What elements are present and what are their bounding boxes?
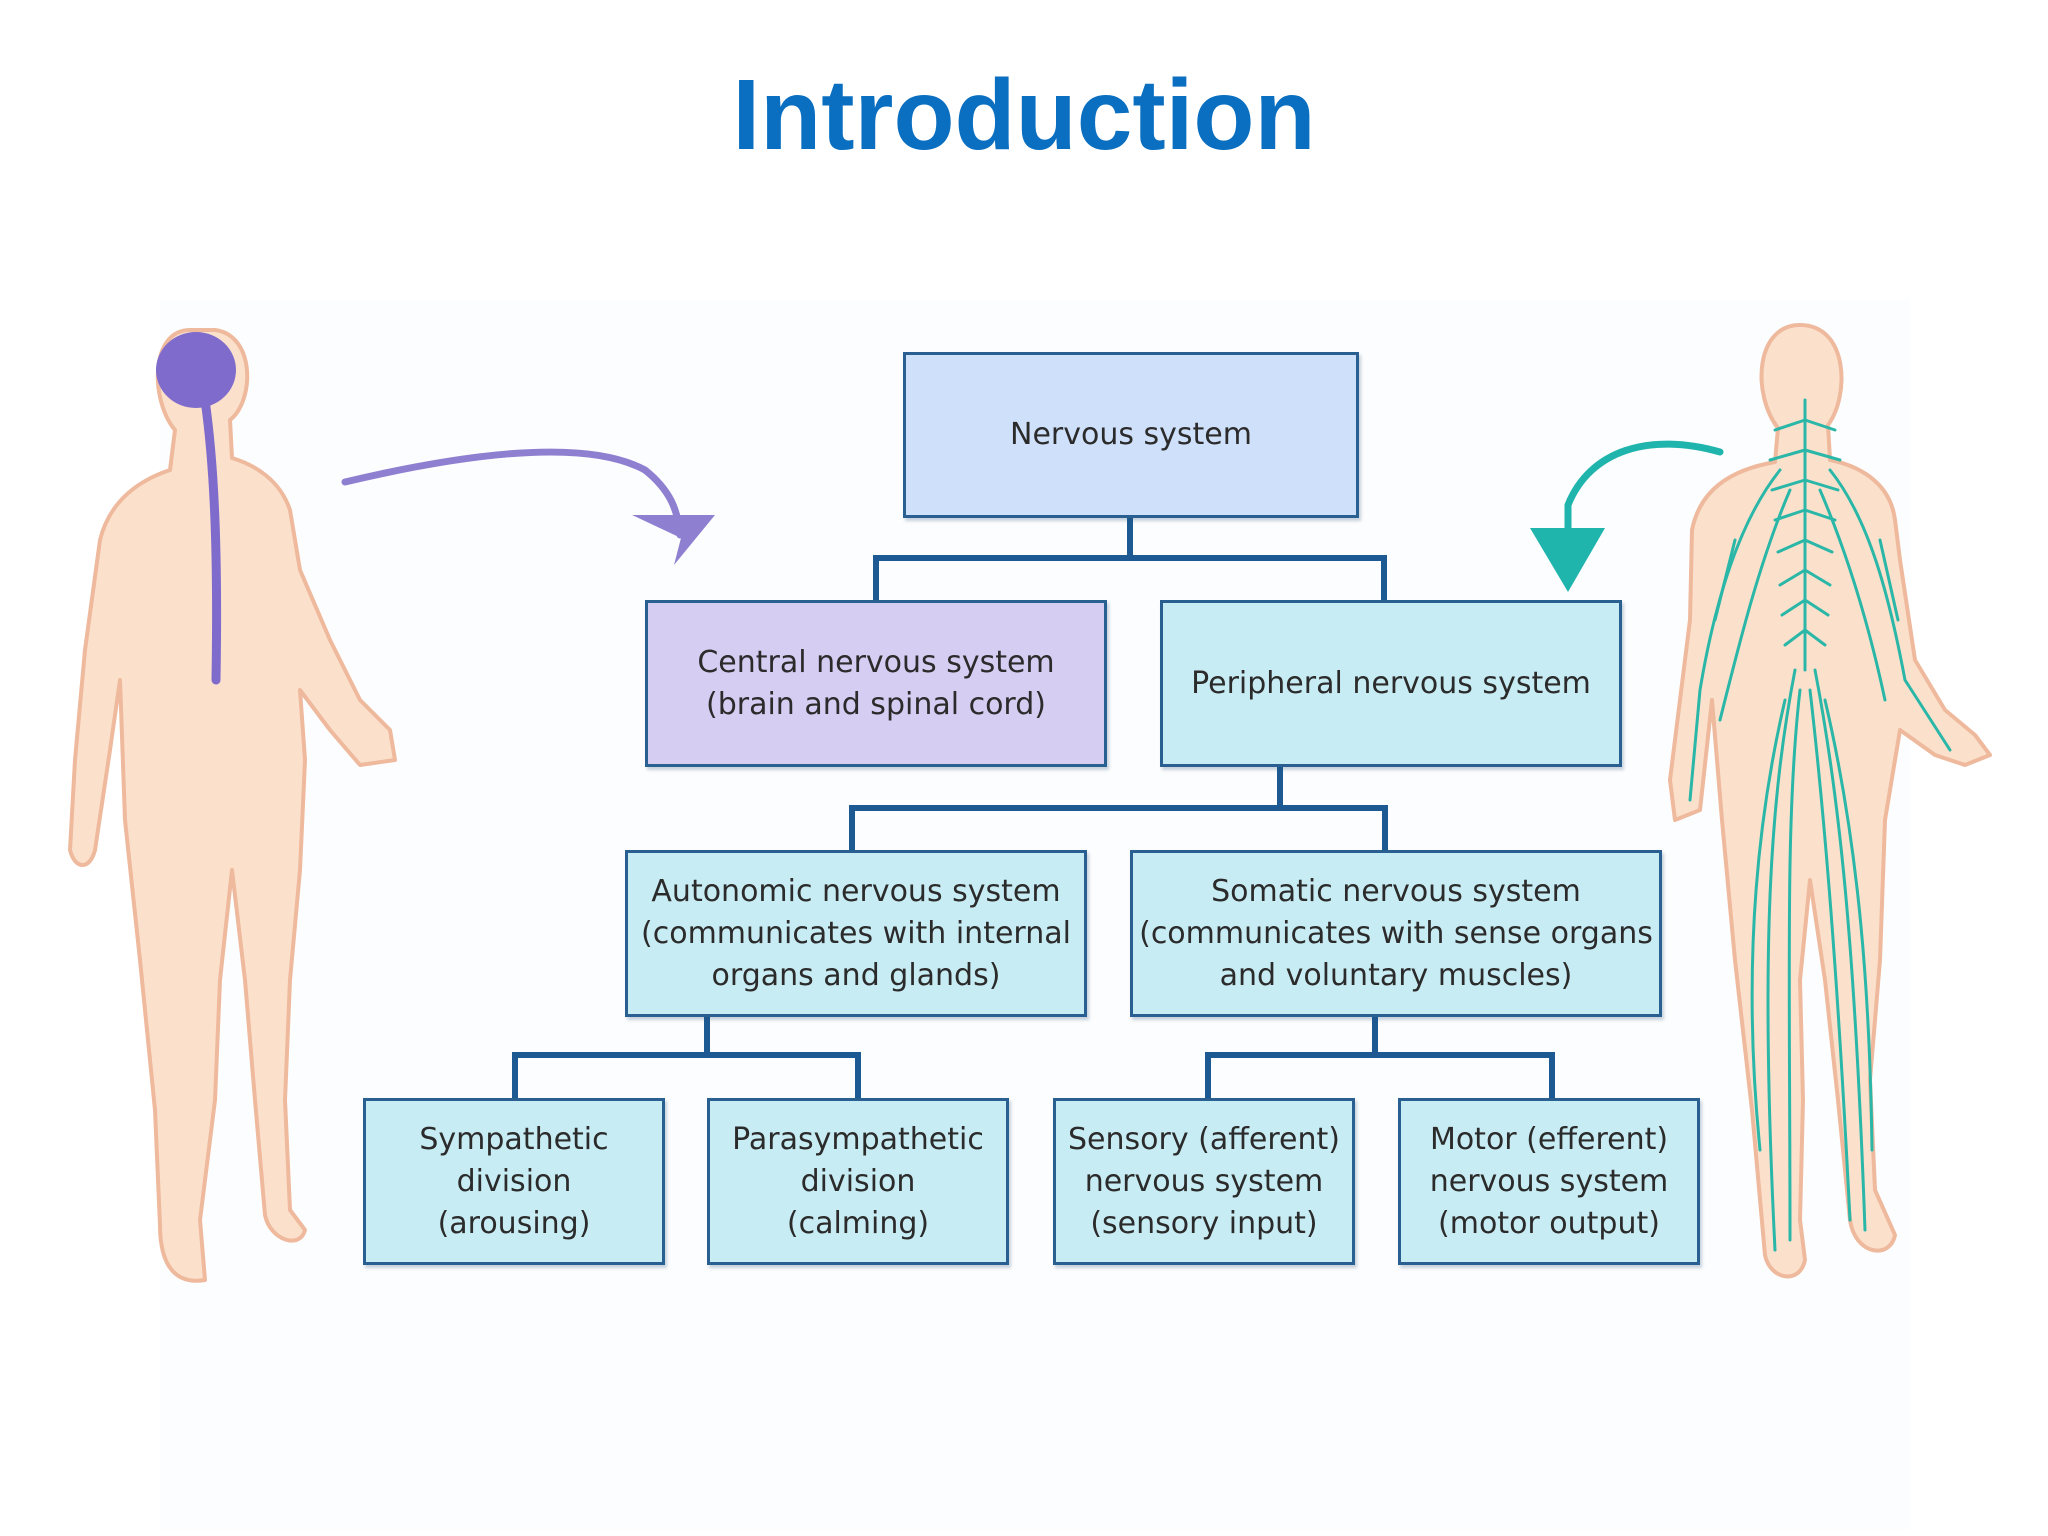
human-figure-cns-icon <box>68 328 397 1283</box>
nervous-system-box: Nervous system <box>903 352 1359 518</box>
nerve-network <box>1688 398 1952 1252</box>
slide-title: Introduction <box>732 59 1316 171</box>
sensory-nervous-system-box: Sensory (afferent) nervous system (senso… <box>1053 1098 1355 1265</box>
cns-pointer-arrow <box>341 448 684 539</box>
nervous-system-label: Nervous system <box>1010 417 1252 452</box>
autonomic-nervous-system-label: Autonomic nervous system (communicates w… <box>641 873 1071 993</box>
pns-arrowhead-icon <box>1530 528 1605 592</box>
parasympathetic-division-box: Parasympathetic division (calming) <box>707 1098 1009 1265</box>
sympathetic-division-label: Sympathetic division (arousing) <box>419 1121 609 1241</box>
sympathetic-division-box: Sympathetic division (arousing) <box>363 1098 665 1265</box>
cns-arrowhead-icon <box>632 515 715 565</box>
central-nervous-system-label: Central nervous system (brain and spinal… <box>697 644 1055 722</box>
somatic-nervous-system-label: Somatic nervous system (communicates wit… <box>1139 873 1653 993</box>
motor-nervous-system-label: Motor (efferent) nervous system (motor o… <box>1429 1121 1669 1241</box>
peripheral-nervous-system-label: Peripheral nervous system <box>1191 665 1591 701</box>
pns-pointer-arrow <box>1564 440 1724 549</box>
spinal-cord <box>200 395 222 685</box>
human-figure-pns-icon <box>1668 323 1992 1279</box>
somatic-nervous-system-box: Somatic nervous system (communicates wit… <box>1130 850 1662 1017</box>
left-body-silhouette <box>68 328 397 1283</box>
sensory-nervous-system-label: Sensory (afferent) nervous system (senso… <box>1068 1121 1340 1241</box>
brain-icon <box>156 332 236 408</box>
parasympathetic-division-label: Parasympathetic division (calming) <box>732 1121 984 1241</box>
central-nervous-system-box: Central nervous system (brain and spinal… <box>645 600 1107 767</box>
autonomic-nervous-system-box: Autonomic nervous system (communicates w… <box>625 850 1087 1017</box>
peripheral-nervous-system-box: Peripheral nervous system <box>1160 600 1622 767</box>
motor-nervous-system-box: Motor (efferent) nervous system (motor o… <box>1398 1098 1700 1265</box>
right-body-silhouette <box>1668 323 1992 1279</box>
tree-connectors <box>512 515 1555 1101</box>
